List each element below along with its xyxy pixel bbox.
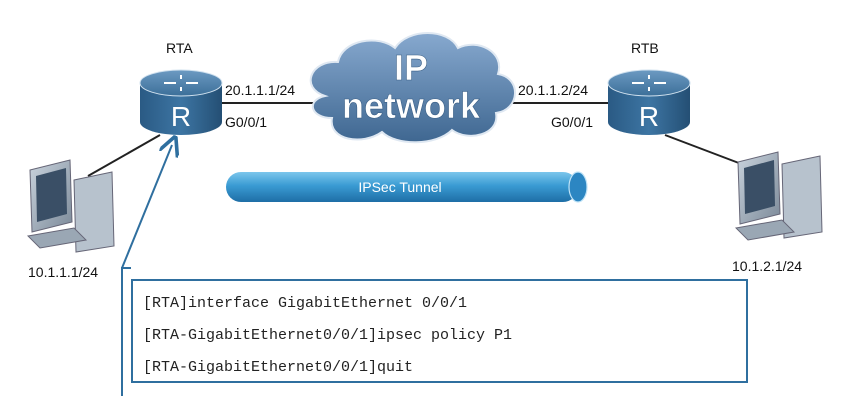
config-line-3: [RTA-GigabitEthernet0/0/1]quit [143, 359, 414, 376]
link-rtb-host-right [664, 134, 753, 169]
router-rta-port: G0/0/1 [225, 114, 268, 130]
config-line-2: [RTA-GigabitEthernet0/0/1]ipsec policy P… [143, 327, 513, 344]
router-rta: R [139, 69, 223, 135]
host-right-ip: 10.1.2.1/24 [732, 258, 803, 274]
tunnel-label: IPSec Tunnel [358, 179, 441, 195]
host-left-ip: 10.1.1.1/24 [28, 264, 99, 280]
router-rtb-port: G0/0/1 [551, 114, 594, 130]
router-arrows-icon [164, 75, 198, 91]
config-line-1: [RTA]interface GigabitEthernet 0/0/1 [143, 295, 468, 312]
router-rtb: R [607, 69, 691, 135]
router-r-letter: R [171, 101, 191, 132]
ipsec-tunnel: IPSec Tunnel [226, 171, 588, 203]
router-rtb-name: RTB [631, 40, 659, 56]
router-r-letter: R [639, 101, 659, 132]
link-rta-host-left [87, 134, 161, 177]
cloud-label-line1: IP [394, 47, 428, 88]
callout-arrow [121, 145, 172, 396]
ip-network-cloud: IP network [309, 32, 516, 144]
router-rta-ip: 20.1.1.1/24 [225, 82, 296, 98]
config-command-box: [RTA]interface GigabitEthernet 0/0/1 [RT… [131, 279, 748, 383]
cloud-label-line2: network [342, 85, 481, 126]
host-left-pc-icon [26, 159, 115, 253]
router-rtb-ip: 20.1.1.2/24 [518, 82, 589, 98]
host-right-pc-icon [734, 151, 823, 241]
router-rta-name: RTA [166, 40, 193, 56]
router-arrows-icon [632, 75, 666, 91]
